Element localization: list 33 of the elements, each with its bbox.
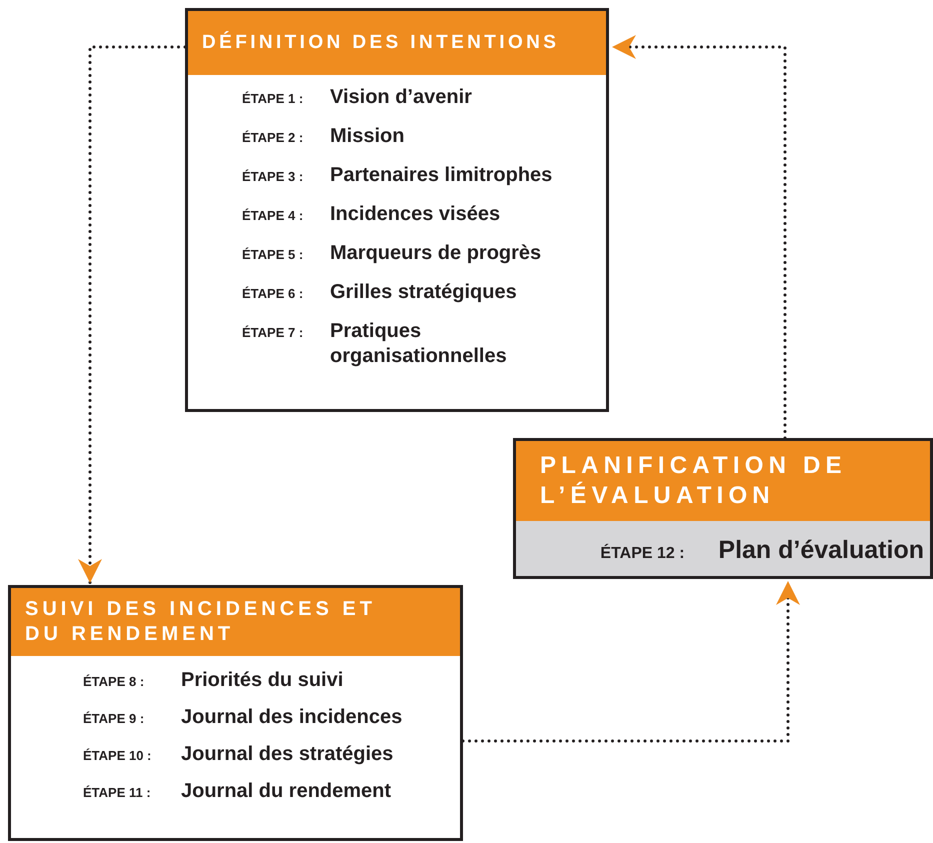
step-label: ÉTAPE 4 : — [242, 208, 304, 223]
step-label: ÉTAPE 12 : — [600, 545, 686, 563]
dotted-arrow — [610, 35, 786, 440]
step-label: ÉTAPE 1 : — [242, 91, 304, 106]
step-title: Priorités du suivi — [181, 668, 344, 693]
step-title: Incidences visées — [330, 202, 500, 227]
step-label: ÉTAPE 8 : — [83, 674, 146, 689]
step-title: Plan d’évaluation — [718, 535, 924, 566]
step-label: ÉTAPE 2 : — [242, 130, 304, 145]
dotted-arrow — [462, 580, 800, 742]
box-header: PLANIFICATION DE L’ÉVALUATION — [516, 441, 930, 521]
step-title: Vision d’avenir — [330, 85, 472, 110]
box-header: SUIVI DES INCIDENCES ET DU RENDEMENT — [11, 588, 460, 656]
process-box — [513, 438, 933, 579]
step-label: ÉTAPE 6 : — [242, 286, 304, 301]
step-title: Partenaires limitrophes — [330, 163, 552, 188]
step-label: ÉTAPE 9 : — [83, 711, 146, 726]
process-box — [8, 585, 463, 841]
box-header: DÉFINITION DES INTENTIONS — [188, 11, 606, 75]
dotted-arrow — [78, 46, 186, 584]
step-title: Grilles stratégiques — [330, 280, 517, 305]
step-label: ÉTAPE 7 : — [242, 325, 304, 340]
step-label: ÉTAPE 3 : — [242, 169, 304, 184]
step-label: ÉTAPE 5 : — [242, 247, 304, 262]
process-box — [185, 8, 609, 412]
step-title: Journal du rendement — [181, 779, 392, 804]
step-label: ÉTAPE 10 : — [83, 748, 152, 763]
step-title: Mission — [330, 124, 404, 149]
step-title: Marqueurs de progrès — [330, 241, 542, 266]
step-title: Journal des stratégies — [181, 742, 394, 767]
step-label: ÉTAPE 11 : — [83, 785, 152, 800]
step-title: Pratiques organisationnelles — [330, 319, 508, 369]
step-title: Journal des incidences — [181, 705, 402, 730]
